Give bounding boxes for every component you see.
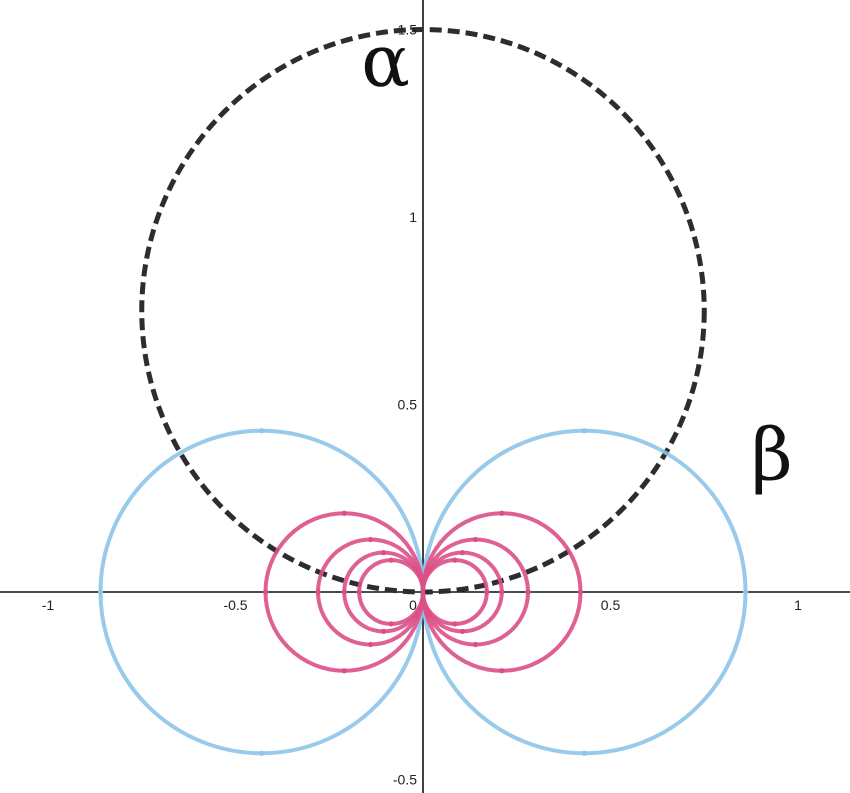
series-point-5-2 [315, 589, 321, 595]
series-point-3-2 [262, 589, 269, 595]
y-tick-label: 0.5 [398, 397, 418, 413]
series-point-6-1 [472, 641, 479, 648]
series-point-7-0 [381, 550, 387, 556]
y-tick-label: 1.5 [398, 22, 418, 38]
series-point-2-2 [742, 589, 749, 595]
series-point-4-2 [577, 589, 584, 595]
series-point-2-0 [581, 428, 587, 434]
x-tick-label: 1 [794, 597, 802, 613]
y-tick-label: 1 [409, 209, 417, 225]
x-tick-label: 0 [409, 597, 417, 613]
series-point-6-2 [525, 589, 531, 595]
series-point-10-2 [484, 589, 490, 595]
series-point-8-2 [499, 589, 505, 595]
series-point-9-0 [388, 557, 394, 563]
series-point-3-0 [341, 510, 347, 516]
series-point-4-0 [499, 510, 505, 516]
y-tick-label: -0.5 [393, 772, 417, 788]
series-point-3-1 [341, 668, 347, 674]
x-tick-label: -1 [42, 597, 55, 613]
series-point-7-2 [341, 589, 347, 595]
alpha-label: α [361, 19, 410, 103]
series-point-1-0 [259, 428, 265, 434]
series-point-7-1 [381, 628, 387, 634]
x-tick-label: -0.5 [223, 597, 247, 613]
series-point-6-0 [472, 536, 479, 543]
series-point-9-1 [388, 621, 394, 627]
series-point-9-2 [356, 589, 362, 595]
series-point-1-1 [259, 750, 265, 756]
series-point-10-1 [452, 621, 458, 627]
series-point-5-1 [367, 641, 374, 648]
series-point-10-0 [452, 557, 458, 563]
series-point-4-1 [499, 668, 505, 674]
x-tick-label: 0.5 [601, 597, 621, 613]
beta-label: β [751, 413, 793, 497]
series-point-8-0 [459, 550, 465, 556]
series-point-2-1 [581, 750, 587, 756]
series-point-1-2 [97, 589, 104, 595]
series-point-8-1 [459, 628, 465, 634]
series-point-5-0 [367, 536, 374, 543]
